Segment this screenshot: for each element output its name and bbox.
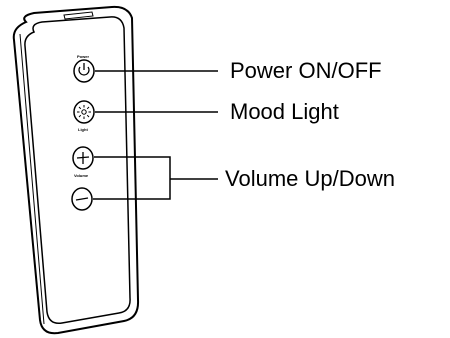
remote-side-edge	[19, 33, 45, 325]
remote-volume-label: Volume	[74, 173, 89, 178]
remote-power-label: Power	[77, 54, 90, 59]
plus-icon	[76, 152, 90, 164]
volume-callout-label: Volume Up/Down	[225, 166, 395, 191]
power-icon	[78, 63, 90, 76]
minus-icon	[75, 197, 89, 201]
remote-outer-shell	[12, 5, 140, 335]
mood-light-button[interactable]	[73, 100, 95, 124]
sun-icon	[77, 105, 91, 119]
volume-bracket-line	[93, 156, 218, 200]
volume-down-button[interactable]	[71, 187, 93, 211]
power-callout-label: Power ON/OFF	[230, 58, 382, 83]
mood-light-callout-label: Mood Light	[230, 99, 339, 124]
remote-light-label: Light	[78, 127, 88, 132]
remote-top-edge	[63, 11, 94, 20]
power-button[interactable]	[73, 59, 95, 83]
remote-inner-bezel	[24, 16, 131, 325]
volume-up-button[interactable]	[72, 146, 94, 170]
